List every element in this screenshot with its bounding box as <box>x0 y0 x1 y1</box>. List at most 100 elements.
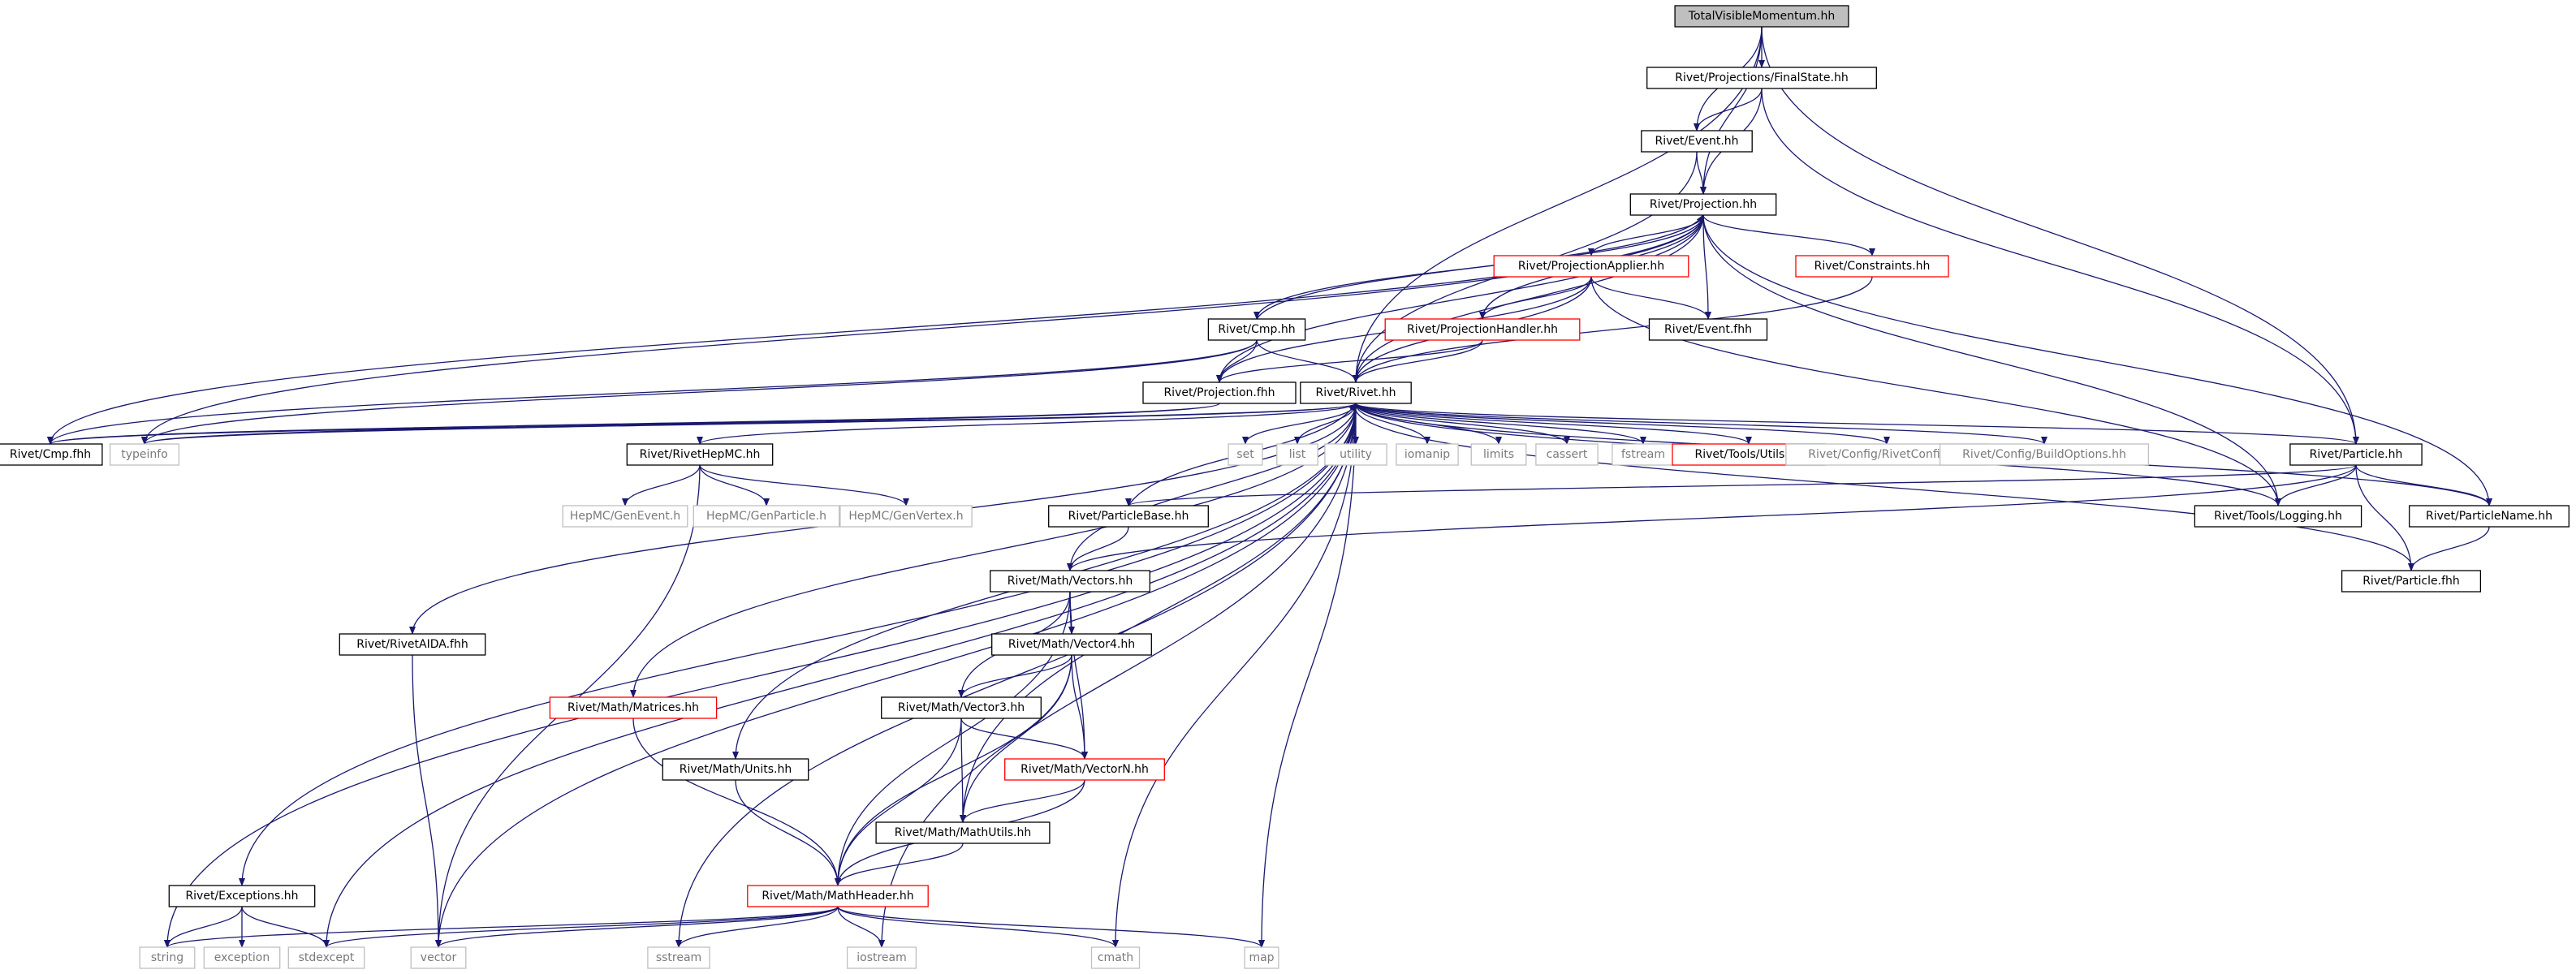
node-vector[interactable]: vector <box>410 946 467 969</box>
edge-root-to-projection <box>1700 26 1763 195</box>
node-matrices[interactable]: Rivet/Math/Matrices.hh <box>549 696 718 719</box>
node-box <box>846 946 917 969</box>
edge-mathheader-to-cmath <box>837 906 1119 948</box>
node-label: Rivet/ProjectionApplier.hh <box>1518 260 1664 273</box>
node-particlebase[interactable]: Rivet/ParticleBase.hh <box>1048 505 1209 528</box>
edge-rivet-to-map <box>1258 403 1357 948</box>
edge-mathutils-to-mathheader <box>835 843 964 886</box>
node-box <box>2194 505 2362 528</box>
node-label: typeinfo <box>121 448 168 461</box>
nodes-layer: TotalVisibleMomentum.hhRivet/Projections… <box>0 5 2570 969</box>
node-sstream[interactable]: sstream <box>647 946 710 969</box>
node-cmpfhh[interactable]: Rivet/Cmp.fhh <box>0 443 103 466</box>
edge-exceptions-to-stdexcept <box>241 906 330 948</box>
node-limits[interactable]: limits <box>1470 443 1527 466</box>
edges-layer <box>47 26 2492 948</box>
node-label: iomanip <box>1405 448 1450 461</box>
node-vector4[interactable]: Rivet/Math/Vector4.hh <box>991 633 1152 656</box>
node-list[interactable]: list <box>1276 443 1318 466</box>
node-box <box>647 946 710 969</box>
node-vectorN[interactable]: Rivet/Math/VectorN.hh <box>1004 758 1165 781</box>
edge-particlebase-to-vectors <box>1067 526 1129 571</box>
node-box <box>1493 255 1689 278</box>
edge-rivet-to-sstream <box>675 403 1357 948</box>
edge-rivet-to-cassert <box>1355 403 1570 445</box>
node-mathheader[interactable]: Rivet/Math/MathHeader.hh <box>747 885 929 907</box>
node-root[interactable]: TotalVisibleMomentum.hh <box>1674 5 1849 28</box>
edge-root-to-particle <box>1761 26 2359 445</box>
edge-projection-to-rivet <box>1353 214 1704 383</box>
node-genparticle[interactable]: HepMC/GenParticle.h <box>693 505 840 528</box>
edge-particle-to-particlename <box>2355 464 2492 506</box>
node-iostream[interactable]: iostream <box>846 946 917 969</box>
node-map[interactable]: map <box>1244 946 1279 969</box>
node-genevent[interactable]: HepMC/GenEvent.h <box>562 505 688 528</box>
node-particlename[interactable]: Rivet/ParticleName.hh <box>2409 505 2570 528</box>
edge-vectorN-to-mathutils <box>960 779 1085 823</box>
node-particlefhh[interactable]: Rivet/Particle.fhh <box>2341 570 2482 593</box>
node-projapplier[interactable]: Rivet/ProjectionApplier.hh <box>1493 255 1689 278</box>
edge-mathheader-to-iostream <box>837 906 885 948</box>
node-cassert[interactable]: cassert <box>1535 443 1599 466</box>
node-fstream[interactable]: fstream <box>1612 443 1675 466</box>
node-rivethepmc[interactable]: Rivet/RivetHepMC.hh <box>626 443 774 466</box>
node-units[interactable]: Rivet/Math/Units.hh <box>662 758 809 781</box>
edge-rivet-to-exceptions <box>239 403 1357 886</box>
edge-vectors-to-vectorN <box>1069 591 1088 760</box>
edge-projhandler-to-rivet <box>1353 339 1483 383</box>
node-label: Rivet/Math/VectorN.hh <box>1020 763 1149 776</box>
node-cmath[interactable]: cmath <box>1090 946 1141 969</box>
node-label: vector <box>421 951 457 964</box>
node-constraints[interactable]: Rivet/Constraints.hh <box>1795 255 1949 278</box>
node-projhandler[interactable]: Rivet/ProjectionHandler.hh <box>1384 318 1581 341</box>
edge-rivet-to-vector <box>435 403 1357 948</box>
edge-vector4-to-mathheader <box>835 654 1072 886</box>
node-label: Rivet/Math/MathHeader.hh <box>762 890 913 903</box>
edge-vector4-to-mathutils <box>960 654 1072 823</box>
node-projfhh[interactable]: Rivet/Projection.fhh <box>1142 381 1297 404</box>
node-box <box>0 443 103 466</box>
node-typeinfo[interactable]: typeinfo <box>109 443 180 466</box>
node-box <box>1612 443 1675 466</box>
node-vector3[interactable]: Rivet/Math/Vector3.hh <box>881 696 1042 719</box>
node-eventfhh[interactable]: Rivet/Event.fhh <box>1648 318 1768 341</box>
node-event[interactable]: Rivet/Event.hh <box>1641 130 1753 153</box>
node-particle[interactable]: Rivet/Particle.hh <box>2289 443 2423 466</box>
node-string[interactable]: string <box>139 946 196 969</box>
node-label: Rivet/Config/RivetConfig.hh <box>1808 448 1965 461</box>
node-label: Rivet/Cmp.hh <box>1218 323 1295 336</box>
node-vectors[interactable]: Rivet/Math/Vectors.hh <box>990 570 1150 593</box>
node-exceptions[interactable]: Rivet/Exceptions.hh <box>168 885 316 907</box>
node-finalstate[interactable]: Rivet/Projections/FinalState.hh <box>1646 67 1877 89</box>
node-box <box>2289 443 2423 466</box>
node-iomanip[interactable]: iomanip <box>1396 443 1459 466</box>
edge-particlename-to-particlefhh <box>2408 526 2490 571</box>
node-mathutils[interactable]: Rivet/Math/MathUtils.hh <box>875 821 1051 844</box>
edge-rivet-to-vectors <box>1067 403 1357 571</box>
node-rivetaida[interactable]: Rivet/RivetAIDA.fhh <box>339 633 486 656</box>
node-projection[interactable]: Rivet/Projection.hh <box>1629 193 1777 216</box>
node-label: Rivet/Config/BuildOptions.hh <box>1962 448 2126 461</box>
edge-rivet-to-toolsutils <box>1355 403 1752 445</box>
node-box <box>168 885 316 907</box>
node-box <box>109 443 180 466</box>
edge-rivet-to-typeinfo <box>141 403 1357 445</box>
node-label: HepMC/GenVertex.h <box>848 510 963 523</box>
node-buildoptions[interactable]: Rivet/Config/BuildOptions.hh <box>1939 443 2150 466</box>
node-label: Rivet/ProjectionHandler.hh <box>1407 323 1558 336</box>
node-box <box>839 505 973 528</box>
node-rivet[interactable]: Rivet/Rivet.hh <box>1300 381 1412 404</box>
node-exception[interactable]: exception <box>203 946 281 969</box>
node-box <box>747 885 929 907</box>
node-label: Rivet/Tools/Logging.hh <box>2214 510 2342 523</box>
node-cmp[interactable]: Rivet/Cmp.hh <box>1207 318 1306 341</box>
node-stdexcept[interactable]: stdexcept <box>287 946 365 969</box>
node-utility[interactable]: utility <box>1324 443 1387 466</box>
edge-rivethepmc-to-genvertex <box>699 464 909 506</box>
node-set[interactable]: set <box>1228 443 1263 466</box>
node-label: HepMC/GenEvent.h <box>570 510 680 523</box>
node-logging[interactable]: Rivet/Tools/Logging.hh <box>2194 505 2362 528</box>
edge-vector4-to-vectorN <box>1071 654 1088 760</box>
edge-rivet-to-iomanip <box>1355 403 1430 445</box>
node-genvertex[interactable]: HepMC/GenVertex.h <box>839 505 973 528</box>
